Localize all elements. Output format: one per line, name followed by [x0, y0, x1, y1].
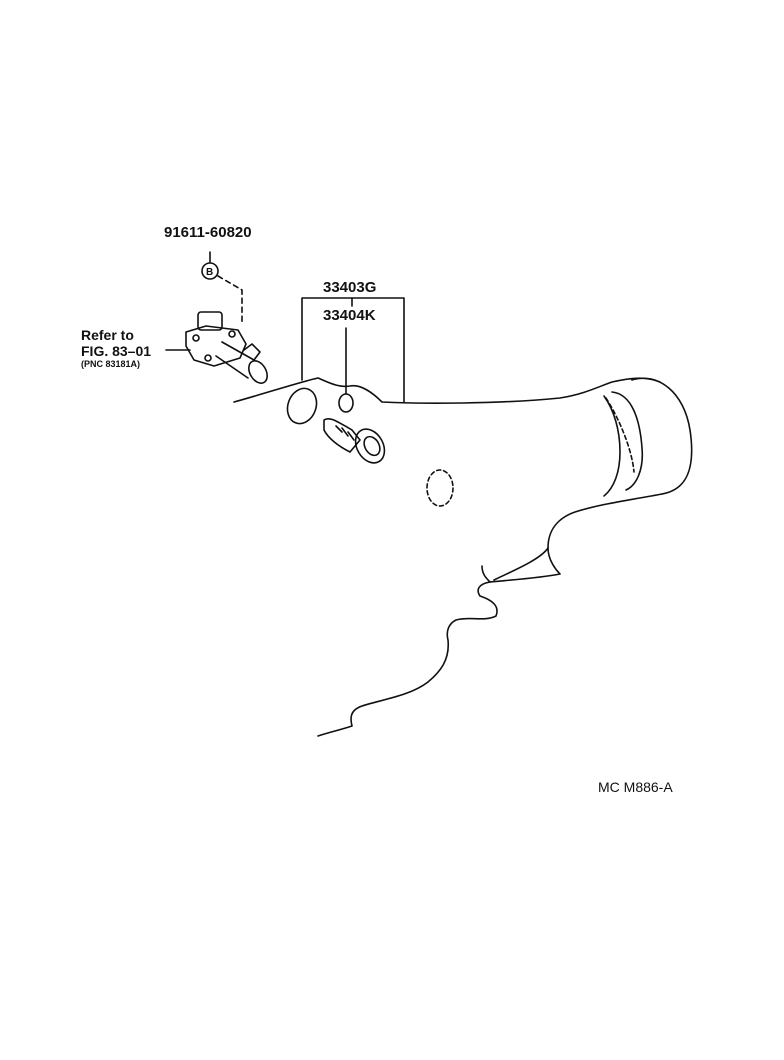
- casting-boss-dashed: [426, 469, 454, 507]
- reference-line-3: (PNC 83181A): [81, 359, 141, 369]
- small-o-ring-icon: [338, 393, 354, 413]
- housing-dashed-edge: [605, 397, 635, 473]
- reference-line-1: Refer to: [81, 327, 134, 343]
- part-number-33403g: 33403G: [323, 279, 377, 296]
- reference-line-2: FIG. 83–01: [81, 343, 152, 359]
- bolt-dashed-leader: [217, 275, 243, 325]
- part-number-bolt: 91611-60820: [164, 224, 252, 241]
- bell-housing-edge: [603, 395, 621, 497]
- bolt-icon: [201, 262, 219, 280]
- bell-housing-inner: [611, 391, 644, 491]
- part-number-33404k: 33404K: [323, 307, 376, 324]
- housing-step: [493, 547, 549, 581]
- bolt-marker: B: [206, 267, 213, 278]
- figure-code: MC M886-A: [598, 779, 673, 795]
- housing-lower: [317, 493, 663, 737]
- part-bracket: [301, 297, 405, 403]
- bell-housing-rim: [631, 377, 693, 495]
- driven-gear-icon: [323, 417, 386, 464]
- housing-outline: [233, 377, 661, 404]
- o-ring-icon: [286, 387, 318, 425]
- housing-ridge: [481, 565, 491, 583]
- speed-sensor-icon: [185, 311, 268, 384]
